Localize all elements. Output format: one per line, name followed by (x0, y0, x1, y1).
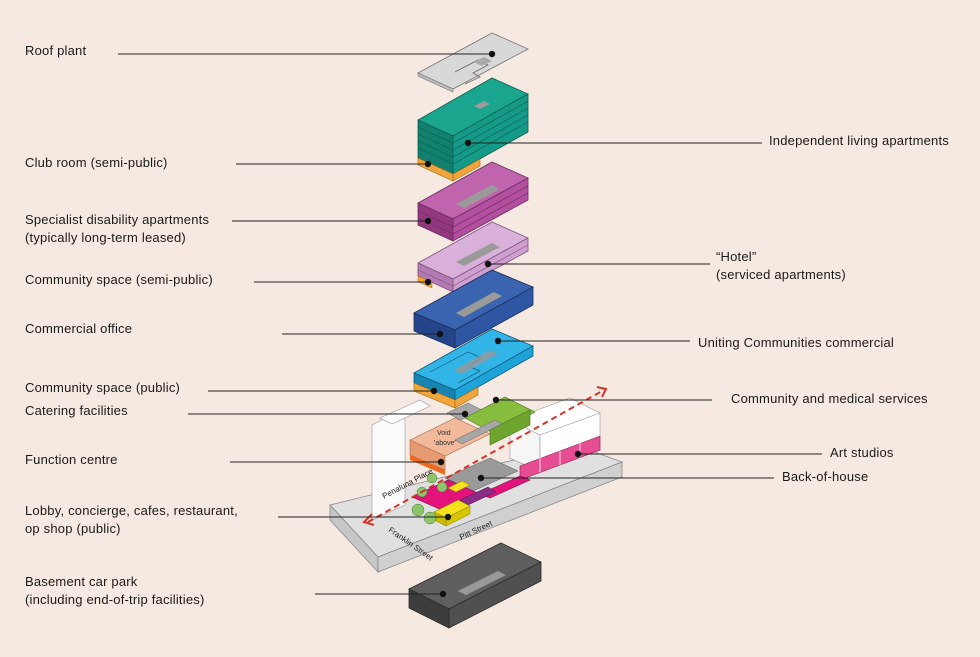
void-label: Void (437, 430, 451, 437)
label-hotel-line2: (serviced apartments) (716, 267, 846, 282)
label-basement-line1: Basement car park (25, 574, 138, 589)
label-back-of-house: Back-of-house (782, 469, 869, 484)
label-specialist-disability-line1: Specialist disability apartments (25, 212, 210, 227)
uniting-communities-layer (413, 328, 534, 409)
label-catering: Catering facilities (25, 403, 128, 418)
ground-floor-site: Franklin Street Pitt Street Penaluna Pla… (329, 386, 624, 574)
label-community-space-semi: Community space (semi-public) (25, 272, 213, 287)
hotel-layer (417, 221, 529, 293)
label-lobby-line1: Lobby, concierge, cafes, restaurant, (25, 503, 238, 518)
label-specialist-disability: Specialist disability apartments (typica… (25, 211, 209, 247)
independent-living-layer (417, 77, 529, 182)
label-function-centre: Function centre (25, 452, 118, 467)
label-hotel: “Hotel” (serviced apartments) (716, 248, 846, 284)
label-club-room: Club room (semi-public) (25, 155, 168, 170)
leader-lines (118, 53, 822, 595)
label-basement: Basement car park (including end-of-trip… (25, 573, 204, 609)
label-lobby-line2: op shop (public) (25, 521, 121, 536)
label-hotel-line1: “Hotel” (716, 249, 757, 264)
label-roof-plant: Roof plant (25, 43, 87, 58)
label-independent-living: Independent living apartments (769, 133, 949, 148)
specialist-disability-layer (417, 161, 529, 242)
void-above-label: 'above' (434, 440, 456, 447)
leader-dots (424, 50, 582, 598)
roof-plant-layer (417, 32, 529, 93)
label-uniting-communities: Uniting Communities commercial (698, 335, 894, 350)
label-lobby: Lobby, concierge, cafes, restaurant, op … (25, 502, 238, 538)
commercial-office-layer (413, 269, 534, 349)
label-community-space-public: Community space (public) (25, 380, 181, 395)
label-specialist-disability-line2: (typically long-term leased) (25, 230, 186, 245)
label-art-studios: Art studios (830, 445, 894, 460)
label-basement-line2: (including end-of-trip facilities) (25, 592, 205, 607)
label-community-medical: Community and medical services (731, 391, 928, 406)
label-commercial-office: Commercial office (25, 321, 133, 336)
